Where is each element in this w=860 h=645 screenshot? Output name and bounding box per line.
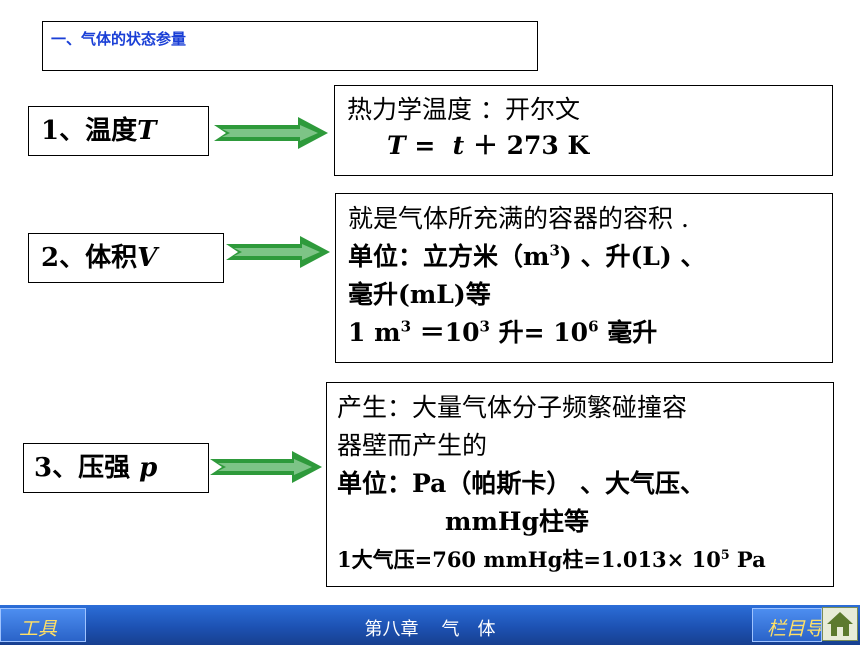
label-variable: V [137, 243, 158, 273]
temperature-line-1: 热力学温度 ：开尔文 [347, 95, 580, 124]
arrow-icon [226, 236, 330, 268]
volume-line-1: 就是气体所充满的容器的容积 . [348, 204, 689, 233]
pressure-line-1: 产生：大量气体分子频繁碰撞容 [337, 393, 688, 422]
tools-button-label: 工具 [19, 619, 58, 640]
pressure-line-4: mmHg柱等 [445, 507, 590, 536]
section-nav-button[interactable]: 栏目导 [752, 608, 822, 642]
label-volume: 2、体积V [28, 233, 224, 283]
temperature-line-2: T = t ＋ 273 K [387, 131, 590, 160]
home-icon[interactable] [822, 607, 858, 641]
section-title-box: 一、气体的状态参量 [42, 21, 538, 71]
volume-line-2: 单位：立方米（m3) 、升(L) 、 [348, 241, 706, 271]
arrow-icon [214, 117, 328, 149]
label-variable: p [139, 453, 158, 483]
tools-button[interactable]: 工具 [0, 608, 86, 642]
footer-bar: 工具 第八章 气 体 栏目导 [0, 605, 860, 645]
label-text: 3、压强 [34, 453, 131, 483]
pressure-content: 产生：大量气体分子频繁碰撞容 器壁而产生的 单位：Pa（帕斯卡） 、大气压、 m… [326, 382, 834, 587]
section-title: 一、气体的状态参量 [51, 30, 187, 48]
pressure-line-5: 1大气压=760 mmHg柱=1.013× 105 Pa [337, 547, 766, 572]
arrow-icon [210, 451, 322, 483]
pressure-line-2: 器壁而产生的 [337, 431, 488, 460]
volume-line-3: 毫升(mL)等 [348, 280, 491, 309]
label-variable: T [137, 116, 157, 146]
label-pressure: 3、压强 p [23, 443, 209, 493]
pressure-line-3: 单位：Pa（帕斯卡） 、大气压、 [337, 469, 706, 498]
label-temperature: 1、温度T [28, 106, 209, 156]
temperature-content: 热力学温度 ：开尔文 T = t ＋ 273 K [334, 85, 833, 176]
label-text: 2、体积 [41, 243, 138, 273]
section-nav-label: 栏目导 [767, 619, 822, 640]
volume-line-4: 1 m3 ＝103 升= 106 毫升 [348, 317, 658, 347]
label-text: 1、温度 [41, 116, 138, 146]
chapter-title: 第八章 气 体 [364, 619, 496, 639]
volume-content: 就是气体所充满的容器的容积 . 单位：立方米（m3) 、升(L) 、 毫升(mL… [335, 193, 833, 363]
